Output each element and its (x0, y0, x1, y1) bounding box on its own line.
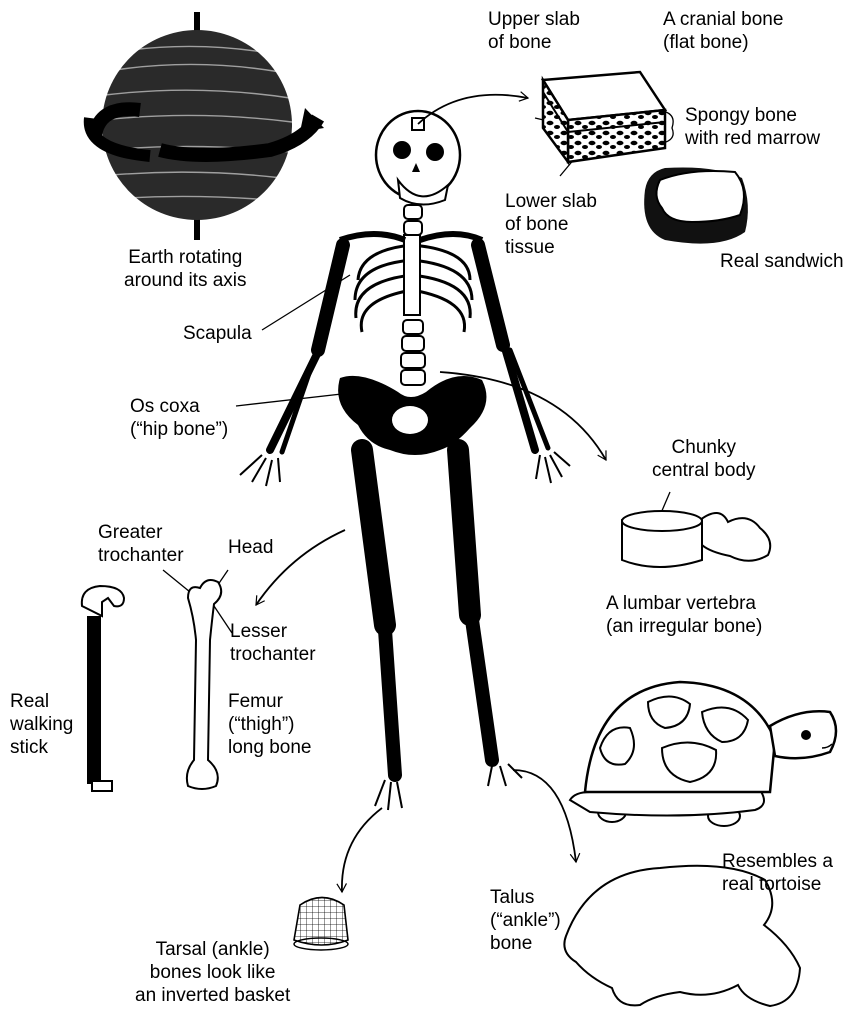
label-tarsal: Tarsal (ankle) bones look like an invert… (135, 938, 290, 1007)
label-real-sandwich: Real sandwich (720, 250, 844, 273)
label-femur: Femur (“thigh”) long bone (228, 690, 311, 759)
label-lower-slab: Lower slab of bone tissue (505, 190, 597, 259)
label-earth: Earth rotating around its axis (124, 246, 247, 292)
label-talus: Talus (“ankle”) bone (490, 886, 561, 955)
label-os-coxa: Os coxa (“hip bone”) (130, 395, 228, 441)
femur (187, 580, 221, 789)
label-greater-trochanter: Greater trochanter (98, 521, 184, 567)
tortoise (570, 682, 836, 826)
walking-stick (82, 586, 124, 791)
sandwich (644, 167, 748, 243)
label-lesser-trochanter: Lesser trochanter (230, 620, 316, 666)
earth-globe (90, 12, 324, 240)
tarsal-basket (294, 898, 348, 951)
label-chunky-body: Chunky central body (652, 436, 756, 482)
label-head: Head (228, 536, 273, 559)
label-cranial-bone: A cranial bone (flat bone) (663, 8, 783, 54)
lumbar-vertebra (622, 511, 770, 567)
label-walking-stick: Real walking stick (10, 690, 73, 759)
label-lumbar-vertebra: A lumbar vertebra (an irregular bone) (606, 592, 762, 638)
label-spongy-bone: Spongy bone with red marrow (685, 104, 820, 150)
label-scapula: Scapula (183, 322, 252, 345)
label-tortoise: Resembles a real tortoise (722, 850, 833, 896)
label-upper-slab: Upper slab of bone (488, 8, 580, 54)
flat-bone-block (543, 72, 665, 162)
